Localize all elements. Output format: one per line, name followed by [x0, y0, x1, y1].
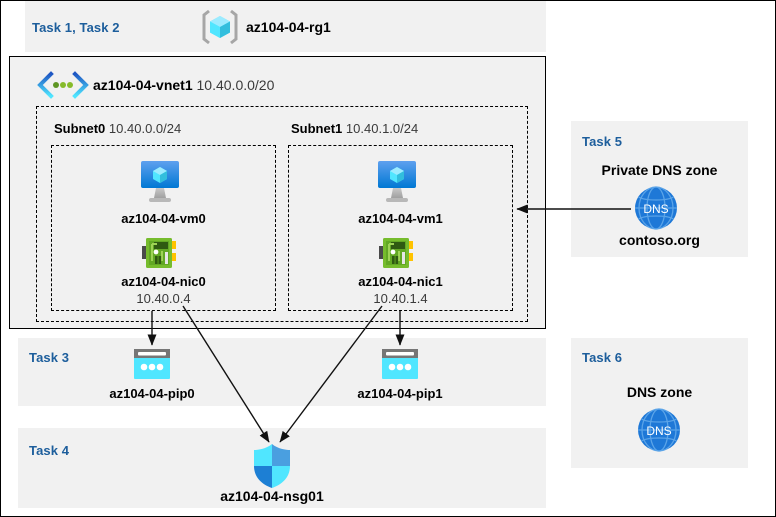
vnet-name: az104-04-vnet1 — [93, 77, 193, 93]
task5-label: Task 5 — [582, 134, 623, 149]
subnet0-name: Subnet0 — [54, 121, 106, 136]
public-ip-icon — [381, 348, 419, 380]
task6-label: Task 6 — [582, 350, 623, 365]
subnet1-box — [288, 145, 513, 311]
subnet1-cidr: 10.40.1.0/24 — [345, 121, 419, 136]
nic0-name: az104-04-nic0 — [121, 274, 206, 289]
task12-label: Task 1, Task 2 — [32, 20, 120, 35]
private-dns-zone-name: contoso.org — [619, 232, 700, 248]
pip0-name: az104-04-pip0 — [109, 386, 195, 401]
network-security-group-icon — [250, 442, 294, 490]
subnet1-label: Subnet1 10.40.1.0/24 — [291, 121, 418, 136]
task4-label: Task 4 — [29, 443, 70, 458]
vnet-label: az104-04-vnet1 10.40.0.0/20 — [93, 77, 274, 93]
nsg-name: az104-04-nsg01 — [220, 488, 324, 504]
dns-icon-text: DNS — [646, 424, 671, 438]
pip1-name: az104-04-pip1 — [357, 386, 443, 401]
nic1-ip: 10.40.1.4 — [373, 291, 428, 306]
resource-group-name: az104-04-rg1 — [246, 19, 331, 35]
private-dns-zone-heading: Private DNS zone — [601, 162, 718, 178]
resource-group-icon — [200, 7, 240, 47]
virtual-machine-icon — [134, 158, 186, 208]
vm1-name: az104-04-vm1 — [358, 211, 443, 226]
dns-icon-text: DNS — [643, 202, 668, 216]
dns-zone-icon: DNS — [636, 407, 682, 453]
subnet0-label: Subnet0 10.40.0.0/24 — [54, 121, 181, 136]
subnet1-name: Subnet1 — [291, 121, 343, 136]
subnet0-cidr: 10.40.0.0/24 — [108, 121, 182, 136]
task12-panel — [25, 1, 546, 52]
vnet-cidr: 10.40.0.0/20 — [196, 77, 275, 93]
dns-zone-heading: DNS zone — [626, 384, 693, 400]
vm0-name: az104-04-vm0 — [121, 211, 206, 226]
dns-zone-icon: DNS — [633, 185, 679, 231]
virtual-network-icon — [37, 71, 89, 99]
nic1-name: az104-04-nic1 — [358, 274, 443, 289]
vnet-box — [9, 56, 546, 329]
subnet0-box — [51, 145, 276, 311]
network-interface-icon — [377, 234, 415, 272]
virtual-machine-icon — [371, 158, 423, 208]
network-interface-icon — [140, 234, 178, 272]
public-ip-icon — [133, 348, 171, 380]
task3-label: Task 3 — [29, 350, 70, 365]
nic0-ip: 10.40.0.4 — [136, 291, 191, 306]
